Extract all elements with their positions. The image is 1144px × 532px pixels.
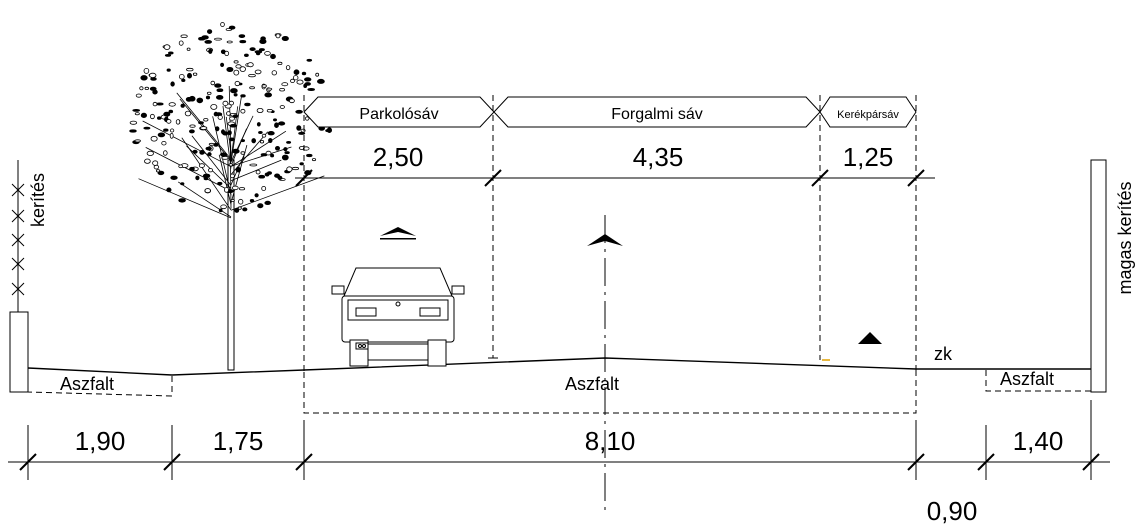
lane-name-parking: Parkolósáv bbox=[359, 106, 438, 123]
width-traffic: 4,35 bbox=[633, 142, 684, 172]
right-fence-wall bbox=[1090, 159, 1107, 393]
top-dimension-line bbox=[295, 169, 935, 187]
ground-profile bbox=[27, 357, 1091, 376]
left-fence bbox=[9, 160, 29, 393]
dim-3: 8,10 bbox=[585, 426, 636, 456]
car-icon bbox=[331, 267, 465, 367]
surface-left: Aszfalt bbox=[60, 374, 114, 394]
surface-right: Aszfalt bbox=[1000, 369, 1054, 389]
dim-5: 0,90 bbox=[927, 496, 978, 526]
dim-1: 1,90 bbox=[75, 426, 126, 456]
lane-name-bike: Kerékpársáv bbox=[837, 109, 899, 121]
bottom-dimension-line bbox=[8, 400, 1110, 480]
direction-arrow-parking bbox=[380, 227, 416, 240]
surface-center: Aszfalt bbox=[565, 374, 619, 394]
lane-name-traffic: Forgalmi sáv bbox=[611, 106, 703, 123]
pavement-layers bbox=[27, 370, 1091, 414]
direction-arrow-traffic bbox=[587, 234, 623, 246]
tree-icon bbox=[129, 22, 332, 371]
right-fence-label: magas kerítés bbox=[1115, 181, 1135, 294]
curb-label: zk bbox=[934, 344, 953, 364]
width-bike: 1,25 bbox=[843, 142, 894, 172]
dim-4: 1,40 bbox=[1013, 426, 1064, 456]
width-parking: 2,50 bbox=[373, 142, 424, 172]
lane-banners bbox=[303, 96, 917, 128]
dim-2: 1,75 bbox=[213, 426, 264, 456]
left-fence-label: kerítés bbox=[28, 173, 48, 227]
direction-arrow-bike bbox=[858, 332, 882, 344]
lane-boundaries bbox=[303, 95, 917, 372]
